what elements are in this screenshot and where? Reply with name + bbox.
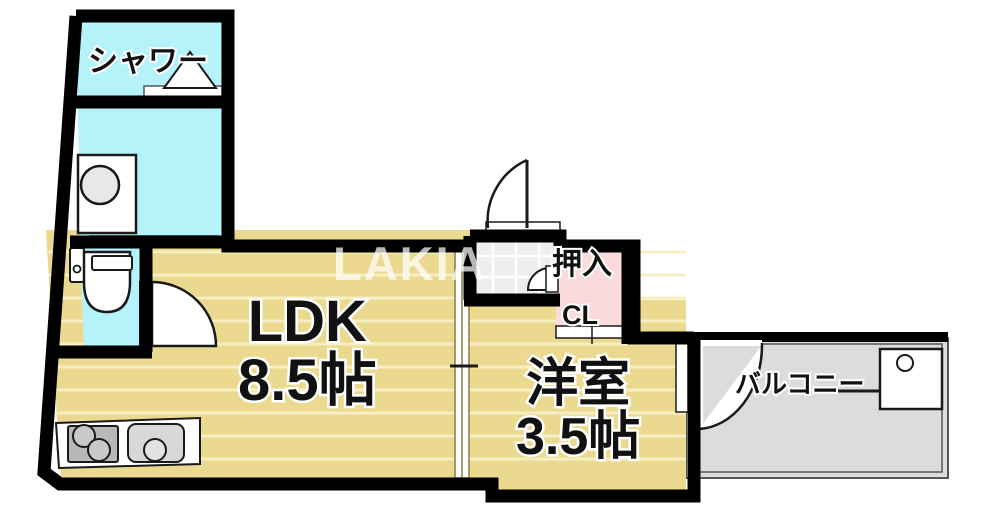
room-label-balcony: バルコニー — [733, 369, 866, 399]
room-label-cl: CL — [560, 299, 600, 330]
shower-icon — [162, 50, 218, 89]
room-label-yoshitsu: 洋室 3.5帖 — [513, 355, 642, 467]
kitchen-sink-icon — [127, 423, 185, 463]
water-rooms-area — [69, 22, 223, 348]
room-label-ldk: LDK 8.5帖 — [236, 289, 380, 414]
outdoor-unit-icon — [825, 347, 944, 411]
yoshitsu-balcony-door — [675, 339, 689, 413]
room-label-cl-name: CL — [560, 299, 600, 330]
closet-door-swing-icon — [526, 265, 559, 293]
toilet-icon — [69, 247, 133, 314]
room-label-yoshitsu-name: 洋室 — [524, 355, 633, 413]
balcony-area — [685, 332, 949, 479]
room-label-oshiire-name: 押入 — [550, 247, 614, 281]
walls — [37, 9, 701, 503]
room-label-yoshitsu-area: 3.5帖 — [513, 408, 642, 467]
washbasin-icon — [76, 153, 138, 235]
two-burner-stove-icon — [67, 424, 119, 463]
room-label-shower-name: シャワー — [86, 44, 210, 78]
closet-area — [556, 248, 626, 332]
room-label-balcony-name: バルコニー — [733, 369, 866, 399]
entrance-door-swing-icon — [485, 158, 561, 237]
room-label-shower: シャワー — [86, 44, 210, 78]
wall-detail — [222, 22, 229, 240]
room-label-ldk-area: 8.5帖 — [236, 348, 380, 414]
room-label-ldk-name: LDK — [245, 289, 369, 354]
kitchen-counter — [54, 416, 201, 470]
room-label-oshiire: 押入 — [550, 247, 614, 281]
